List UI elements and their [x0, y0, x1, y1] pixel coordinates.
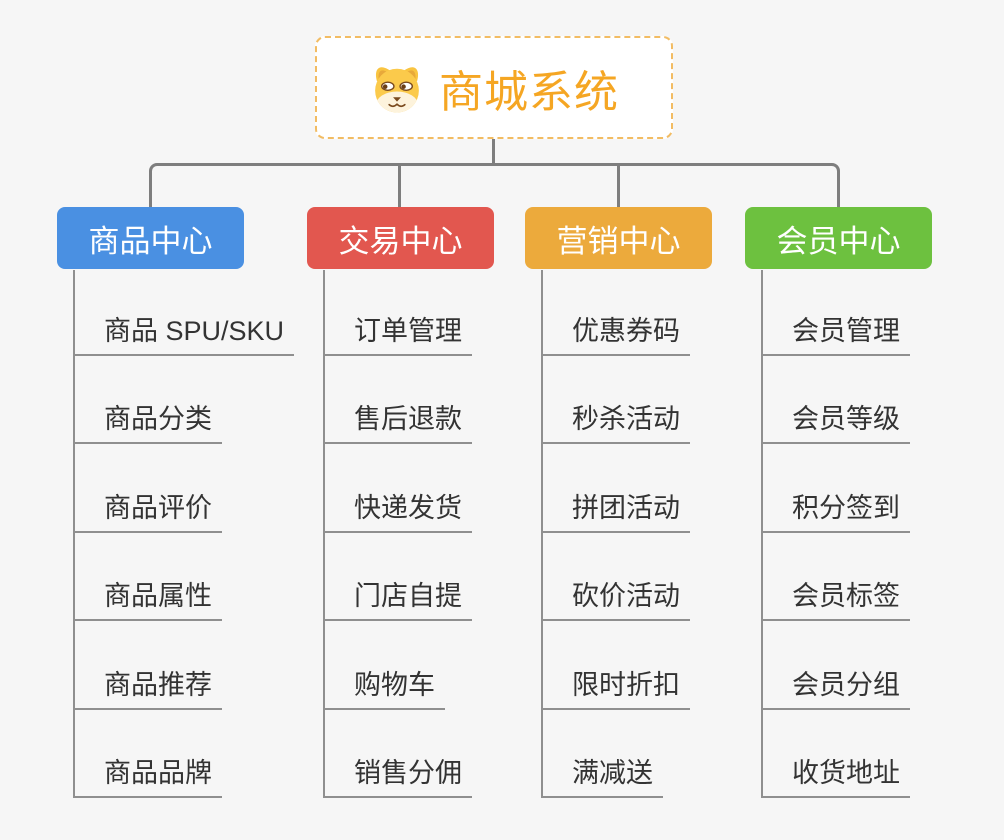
branch-children-product-center: 商品 SPU/SKU 商品分类 商品评价 商品属性 商品推荐 商品品牌	[73, 267, 295, 798]
leaf-topic[interactable]: 商品分类	[73, 397, 222, 444]
connector-drop	[398, 163, 401, 207]
leaf-topic[interactable]: 会员等级	[761, 397, 910, 444]
branch-vertical-line	[541, 270, 543, 798]
branch-vertical-line	[73, 270, 75, 798]
leaf-topic[interactable]: 积分签到	[761, 486, 910, 533]
branch-node-trade-center[interactable]: 交易中心	[307, 207, 494, 269]
leaf-topic[interactable]: 限时折扣	[541, 663, 690, 710]
connector-drop	[617, 163, 620, 207]
leaf-topic[interactable]: 销售分佣	[323, 751, 472, 798]
connector-bus	[149, 163, 840, 207]
leaf-topic[interactable]: 商品属性	[73, 574, 222, 621]
branch-node-member-center[interactable]: 会员中心	[745, 207, 932, 269]
connector-root-stub	[492, 139, 495, 166]
leaf-topic[interactable]: 会员标签	[761, 574, 910, 621]
leaf-topic[interactable]: 订单管理	[323, 309, 472, 356]
leaf-topic[interactable]: 商品 SPU/SKU	[73, 309, 295, 356]
leaf-topic[interactable]: 商品评价	[73, 486, 222, 533]
leaf-topic[interactable]: 会员管理	[761, 309, 910, 356]
branch-vertical-line	[761, 270, 763, 798]
leaf-topic[interactable]: 会员分组	[761, 663, 910, 710]
leaf-topic[interactable]: 满减送	[541, 751, 663, 798]
leaf-topic[interactable]: 售后退款	[323, 397, 472, 444]
leaf-topic[interactable]: 商品推荐	[73, 663, 222, 710]
leaf-topic[interactable]: 商品品牌	[73, 751, 222, 798]
leaf-topic[interactable]: 秒杀活动	[541, 397, 690, 444]
leaf-topic[interactable]: 门店自提	[323, 574, 472, 621]
root-topic-label: 商城系统	[439, 67, 619, 117]
root-topic-node[interactable]: 商城系统	[315, 36, 673, 139]
leaf-topic[interactable]: 购物车	[323, 663, 445, 710]
branch-children-member-center: 会员管理 会员等级 积分签到 会员标签 会员分组 收货地址	[761, 267, 910, 798]
dog-face-icon	[375, 66, 419, 112]
leaf-topic[interactable]: 收货地址	[761, 751, 910, 798]
leaf-topic[interactable]: 拼团活动	[541, 486, 690, 533]
branch-node-marketing-center[interactable]: 营销中心	[525, 207, 712, 269]
leaf-topic[interactable]: 快递发货	[323, 486, 472, 533]
branch-children-marketing-center: 优惠券码 秒杀活动 拼团活动 砍价活动 限时折扣 满减送	[541, 267, 690, 798]
branch-node-product-center[interactable]: 商品中心	[57, 207, 244, 269]
branch-children-trade-center: 订单管理 售后退款 快递发货 门店自提 购物车 销售分佣	[323, 267, 472, 798]
leaf-topic[interactable]: 砍价活动	[541, 574, 690, 621]
branch-vertical-line	[323, 270, 325, 798]
leaf-topic[interactable]: 优惠券码	[541, 309, 690, 356]
